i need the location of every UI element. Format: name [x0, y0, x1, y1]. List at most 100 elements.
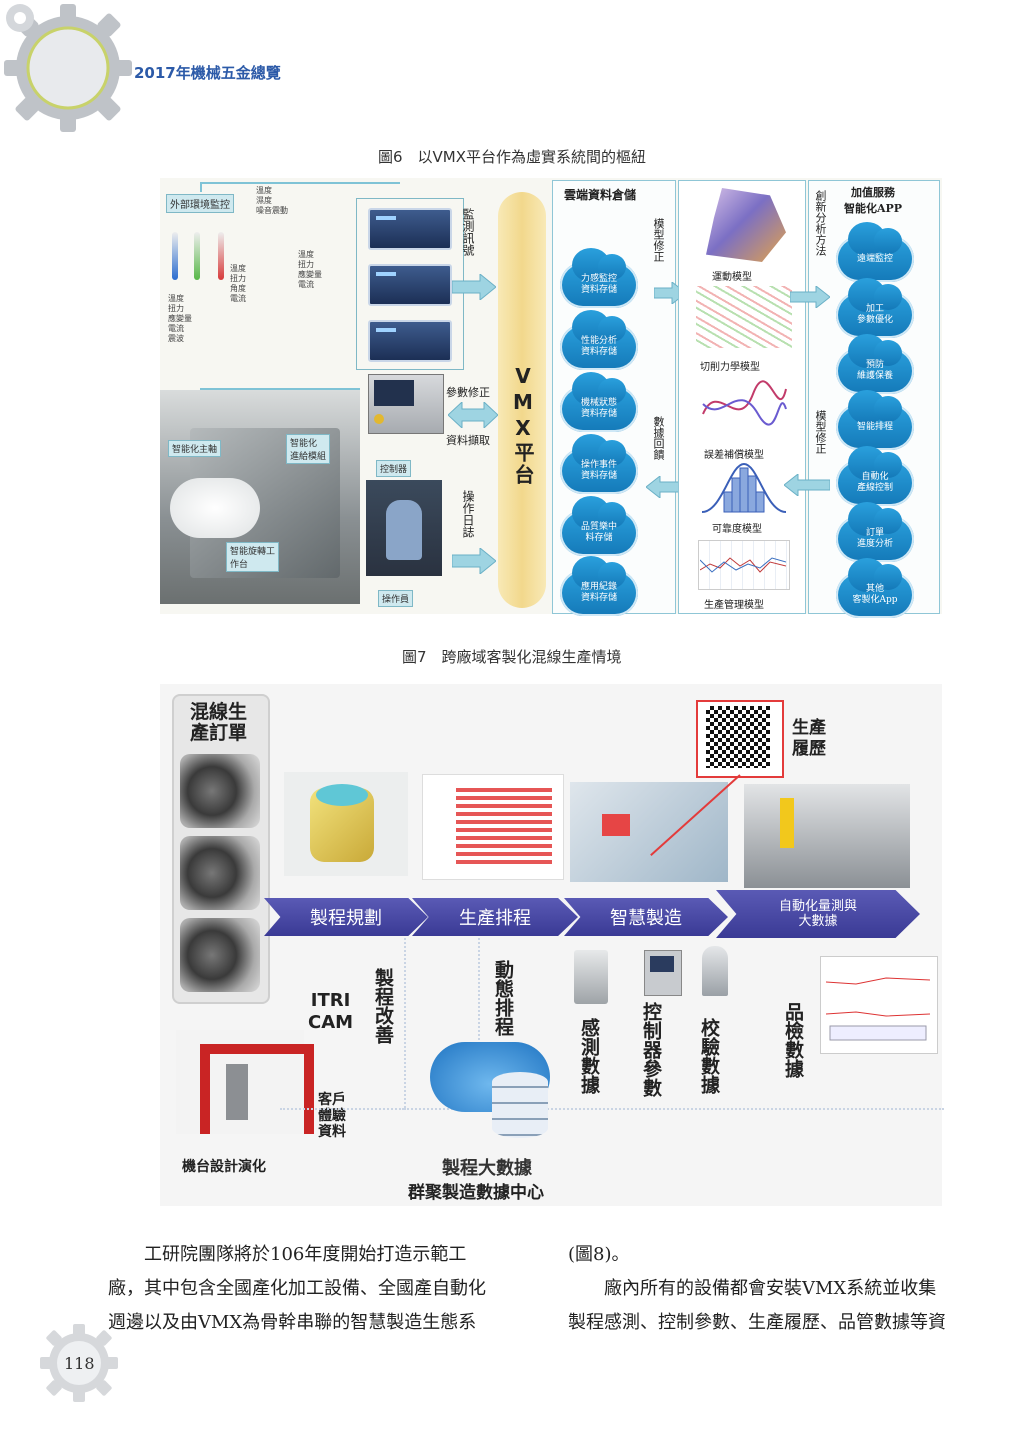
body-line: 週邊以及由VMX為骨幹串聯的智慧製造生態系: [108, 1312, 477, 1333]
app-item: 其他 客製化App: [836, 558, 914, 618]
operator-figure: [386, 500, 422, 560]
prod-model-chart: [700, 557, 786, 573]
probe-device: [702, 946, 728, 996]
smoke-shape: [170, 478, 260, 538]
arrow-right-icon: [452, 548, 496, 574]
app-item: 預防 維護保養: [836, 334, 914, 394]
connector-line: [200, 388, 360, 390]
prod-model-label: 生產管理模型: [704, 600, 764, 611]
cloud-item: 性能分析 資料存儲: [560, 310, 638, 370]
cloud-item: 品質樂中 料存儲: [560, 496, 638, 556]
cutting-model-image: [696, 286, 792, 348]
vmx-device: [368, 264, 452, 306]
motion-model-label: 運動模型: [712, 272, 752, 283]
machine-arm: [226, 1064, 248, 1120]
arrow-right-icon: [452, 274, 496, 300]
qc-report-chart: [826, 977, 930, 1041]
flow-line: [404, 1108, 944, 1112]
body-right-column: (圖8)。 廠內所有的設備都會安裝VMX系統並收集 製程感測、控制參數、生產履歷…: [568, 1238, 998, 1340]
page-number: 118: [64, 1354, 95, 1373]
step-scheduling: 生產排程: [412, 898, 578, 936]
app-item: 訂單 進度分析: [836, 502, 914, 562]
flow-line: [478, 938, 482, 1048]
body-line: 製程感測、控制參數、生產履歷、品管數據等資: [568, 1312, 946, 1333]
app-item: 智能排程: [836, 390, 914, 450]
body-line: 廠，其中包含全國產化加工設備、全國產自動化: [108, 1278, 486, 1299]
reliability-model-label: 可靠度模型: [712, 524, 762, 535]
vmx-platform-bar: [498, 192, 546, 608]
body-line: (圖8)。: [568, 1244, 630, 1265]
step-auto-measure: 自動化量測與 大數據: [716, 890, 920, 938]
thermometer-icon: [218, 232, 224, 280]
value-service-title: 加值服務 智能化APP: [844, 186, 903, 215]
model-fix-label: 模型修正: [652, 218, 665, 262]
smart-spindle-label: 智能化主軸: [168, 440, 222, 457]
cam-part-top: [316, 784, 368, 806]
innov-method-label: 創新分析方法: [814, 190, 827, 256]
center-label: 群聚製造數據中心: [408, 1183, 544, 1203]
step-smart-manufacturing: 智慧製造: [564, 898, 728, 936]
measure-photo: [744, 784, 910, 888]
trace-label: 生產 履歷: [792, 718, 826, 759]
body-left-column: 工研院團隊將於106年度開始打造示範工 廠，其中包含全國產化加工設備、全國產自動…: [108, 1238, 538, 1340]
monitor-signal-label: 監測訊號: [461, 208, 475, 256]
process-improve-label: 製程改善: [372, 968, 394, 1044]
sensing-data-label: 感測數據: [578, 1018, 600, 1094]
connector-line: [200, 182, 202, 192]
figure6-caption: 圖6 以VMX平台作為虛實系統間的樞紐: [378, 148, 647, 166]
controller-params-label: 控制器參數: [640, 1002, 662, 1097]
part-image: [180, 754, 260, 828]
body-line: 工研院團隊將於106年度開始打造示範工: [144, 1244, 467, 1265]
flow-line: [404, 938, 408, 1108]
arrow-left-icon: [784, 474, 830, 496]
flow-line: [280, 1108, 404, 1112]
qr-code-icon: [706, 706, 770, 768]
cloud-item: 操作事件 資料存儲: [560, 434, 638, 494]
operator-label: 操作員: [378, 590, 414, 607]
cloud-item: 機械狀態 資料存儲: [560, 372, 638, 432]
device-bracket: [356, 198, 464, 370]
error-model-image: [702, 380, 787, 426]
step-process-planning: 製程規劃: [264, 898, 428, 936]
cloud-storage-title: 雲端資料倉儲: [564, 188, 637, 202]
data-fetch-label: 資料擷取: [446, 434, 490, 447]
sensor-labels-2: 溫度 扭力 角度 電流: [230, 264, 246, 303]
body-line: 廠內所有的設備都會安裝VMX系統並收集: [604, 1278, 937, 1299]
vmx-device: [368, 320, 452, 362]
machine-red-frame: [200, 1044, 314, 1134]
model-fix-label-2: 模型修正: [814, 410, 827, 454]
app-item: 自動化 產線控制: [836, 446, 914, 506]
param-fix-label: 參數修正: [446, 386, 490, 399]
vmx-platform-label: VMX平台: [511, 364, 535, 486]
cutting-model-label: 切削力學模型: [700, 362, 760, 373]
figure7-caption: 圖7 跨廠域客製化混線生產情境: [402, 648, 622, 666]
machine-design-label: 機台設計演化: [182, 1159, 266, 1175]
part-image: [180, 836, 260, 910]
factory-3d-image: [570, 782, 728, 882]
itri-cam-label: ITRI CAM: [308, 990, 354, 1033]
error-model-label: 誤差補償模型: [704, 450, 764, 461]
controller-screen: [650, 956, 674, 972]
customer-exp-label: 客戶 體驗 資料: [318, 1092, 346, 1140]
qc-data-label: 品檢數據: [782, 1002, 804, 1078]
book-title: 2017年機械五金總覽: [134, 64, 281, 82]
part-image: [180, 918, 260, 992]
db-cylinder: [492, 1072, 548, 1138]
thermometer-icon: [194, 232, 200, 280]
mid-labels: 溫度 扭力 應變量 電流: [298, 250, 322, 289]
data-return-label: 數據回饋: [652, 416, 665, 460]
connector-line: [200, 182, 400, 184]
sensor-labels: 溫度 扭力 應變量 電流 震波: [168, 294, 192, 343]
mixed-order-title: 混線生 產訂單: [190, 701, 248, 744]
sensor-device: [574, 950, 608, 1004]
ext-monitor-label: 外部環境監控: [166, 194, 234, 213]
reliability-model-image: [702, 462, 786, 513]
header-gear-icon: [4, 4, 132, 132]
calib-data-label: 校驗數據: [698, 1018, 720, 1094]
gantt-bars: [456, 788, 552, 868]
robot-arm: [780, 798, 794, 848]
controller-screen: [374, 380, 414, 406]
app-item: 遠端監控: [836, 222, 914, 282]
factory-3d-highlight: [602, 814, 630, 836]
thermometer-icon: [172, 232, 178, 280]
